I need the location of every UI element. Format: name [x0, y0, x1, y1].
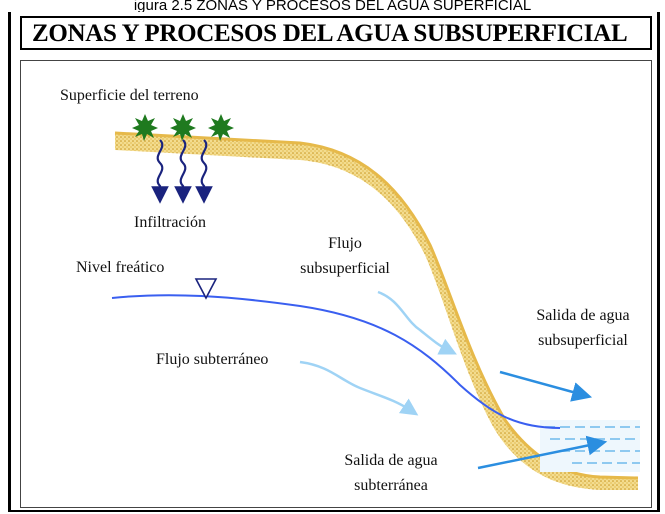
label-ground-surface: Superficie del terreno	[60, 87, 199, 104]
label-underground-flow: Flujo subterráneo	[156, 351, 269, 368]
label-underground-outflow-line1: Salida de agua	[344, 452, 438, 469]
diagram-title: ZONAS Y PROCESOS DEL AGUA SUBSUPERFICIAL	[32, 20, 628, 47]
plant-icon	[132, 114, 234, 141]
water-table-line	[111, 294, 561, 429]
label-infiltration: Infiltración	[134, 214, 206, 231]
infiltration-arrows	[151, 139, 213, 204]
water-table-symbol	[194, 278, 218, 300]
label-underground-outflow-line2: subterránea	[354, 477, 428, 494]
label-subsurface-flow-line1: Flujo	[328, 235, 362, 252]
label-water-table: Nivel freático	[76, 259, 165, 276]
underground-flow-arrow	[299, 360, 419, 416]
label-subsurface-flow-line2: subsuperficial	[300, 260, 390, 277]
label-subsurface-outflow-line1: Salida de agua	[536, 307, 630, 324]
label-subsurface-outflow-line2: subsuperficial	[538, 332, 628, 349]
figure-caption: igura 2.5 ZONAS Y PROCESOS DEL AGUA SUPE…	[133, 0, 532, 14]
title-box	[20, 16, 652, 50]
underground-outflow-arrow	[477, 435, 608, 470]
subsurface-flow-arrow	[377, 290, 457, 355]
subsurface-outflow-arrow	[499, 370, 593, 402]
